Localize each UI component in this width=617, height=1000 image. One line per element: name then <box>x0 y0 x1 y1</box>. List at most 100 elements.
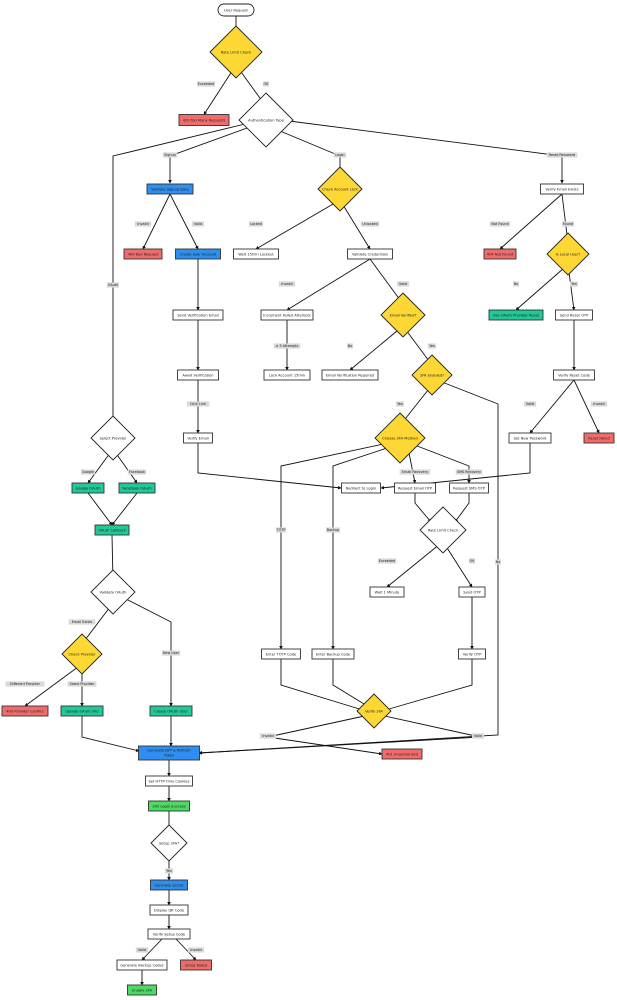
node-verify-email-exists: Verify Email Exists <box>540 183 584 195</box>
edge-label: Invalid <box>187 947 205 953</box>
svg-text:Different Provider: Different Provider <box>10 682 41 686</box>
node-label: 409 Provider Conflict <box>6 709 44 713</box>
node-404-not-found: 404 Not Found <box>483 248 517 260</box>
decision-diamond <box>546 232 590 276</box>
decision-diamond <box>356 693 392 729</box>
svg-text:Not Found: Not Found <box>491 222 508 226</box>
edge-reqemailotp-to-rate2 <box>414 493 432 523</box>
node-label: User Request <box>224 8 249 12</box>
decision-diamond <box>209 25 263 79</box>
node-facebook-oauth: Facebook OAuth <box>118 482 156 494</box>
edge-verifysetup-to-setupfailed <box>175 938 197 961</box>
process-box <box>394 482 436 494</box>
edge-choose2fa-to-enterbackup <box>331 446 391 650</box>
node-label: Email Verification Required <box>326 373 374 377</box>
node-400-bad-request: 400 Bad Request <box>123 248 163 260</box>
node-rate-limit-check: Rate Limit Check <box>209 25 263 79</box>
node-label: Increment Failed Attempts <box>263 313 311 317</box>
process-box <box>183 432 213 444</box>
node-429-too-many-requests: 429 Too Many Requests <box>178 114 230 126</box>
edge-googleoauth-to-oauthcb <box>87 492 113 526</box>
edge-rate2-to-sendotp <box>442 541 473 588</box>
svg-text:Yes: Yes <box>571 282 577 286</box>
process-box <box>311 648 355 660</box>
node-label: Choose 2FA Method <box>382 436 418 440</box>
edge-checklock-to-wait15 <box>255 199 341 250</box>
process-box <box>123 248 163 260</box>
node-2fa-enabled: 2FA Enabled? <box>411 354 453 396</box>
node-validate-oauth: Validate OAuth <box>90 569 136 615</box>
node-label: 2FA Enabled? <box>420 373 444 377</box>
edge-entertotp-to-verify2fa <box>280 659 367 712</box>
edge-reqsmsotp-to-rate2 <box>454 493 470 523</box>
edge-emailverified-to-emailverreq <box>349 325 404 371</box>
node-select-provider: Select Provider <box>90 415 136 461</box>
svg-text:Same Provider: Same Provider <box>70 682 95 686</box>
node-label: 429 Too Many Requests <box>183 118 226 122</box>
edge-authtype-to-valsignup <box>168 126 251 184</box>
svg-text:Invalid: Invalid <box>190 948 201 952</box>
process-box <box>94 524 130 536</box>
edge-enterbackup-to-verify2fa <box>332 659 370 708</box>
node-label: Verify Setup Code <box>153 932 186 936</box>
node-wait-1-minute: Wait 1 Minute <box>369 586 405 598</box>
edge-label: Yes <box>427 343 437 349</box>
edge-label: Invalid <box>134 221 152 227</box>
edge-label: Signup <box>162 152 178 158</box>
node-user-request: User Request <box>217 3 255 17</box>
node-label: Rate Limit Check <box>428 528 459 532</box>
edge-label: Valid <box>471 733 485 739</box>
node-verify-setup-code: Verify Setup Code <box>147 928 191 940</box>
node-label: Update OAuth Info <box>65 709 98 713</box>
node-generate-secret: Generate Secret <box>150 879 188 891</box>
node-401-unauthorized: 401 Unauthorized <box>381 748 423 760</box>
node-verify-reset-code: Verify Reset Code <box>553 369 595 381</box>
edge-label: No <box>512 281 520 287</box>
edge-label: Exceeded <box>377 558 397 564</box>
decision-diamond <box>238 92 294 148</box>
process-box <box>178 114 230 126</box>
process-box <box>1 705 49 717</box>
edge-label: Not Found <box>489 221 511 227</box>
edge-label: Click Link <box>186 401 210 407</box>
node-set-new-password: Set New Password <box>508 432 552 444</box>
decision-diamond <box>61 633 103 675</box>
node-rate-limit-check: Rate Limit Check <box>419 506 467 554</box>
svg-text:No: No <box>348 344 353 348</box>
process-box <box>150 879 188 891</box>
svg-text:OAuth: OAuth <box>108 283 119 287</box>
process-box <box>449 482 489 494</box>
edge-valoauth-to-checkprovider <box>81 602 114 645</box>
process-box <box>71 482 105 494</box>
decision-diamond <box>90 415 136 461</box>
edge-label: OK <box>468 558 475 564</box>
svg-text:Invalid: Invalid <box>281 282 292 286</box>
node-label: Send OTP <box>463 590 481 594</box>
svg-text:OK: OK <box>264 82 270 86</box>
node-reset-failed: Reset Failed <box>583 432 615 444</box>
svg-text:Yes: Yes <box>429 344 435 348</box>
edge-label: Same Provider <box>67 681 97 687</box>
svg-text:Invalid: Invalid <box>593 402 604 406</box>
svg-text:Exceeded: Exceeded <box>379 559 396 563</box>
node-label: Select Provider <box>99 436 127 440</box>
node-label: Check Account Lock <box>322 187 359 191</box>
edge-valcred-to-incfail <box>286 258 371 311</box>
edge-verifysetup-to-genbackup <box>141 938 163 961</box>
svg-text:Valid: Valid <box>194 222 202 226</box>
process-box <box>60 705 104 717</box>
node-label: Reset Failed <box>588 436 610 440</box>
decision-diamond <box>150 824 188 862</box>
node-label: Create User Account <box>180 252 218 256</box>
node-label: Validate Signup Data <box>151 187 189 191</box>
edge-label: Locked <box>248 221 264 227</box>
edge-authtype-to-checklock <box>279 130 342 178</box>
svg-text:Invalid: Invalid <box>262 734 273 738</box>
svg-text:Google: Google <box>82 470 94 474</box>
svg-text:TOTP: TOTP <box>276 528 286 532</box>
svg-text:Reset Password: Reset Password <box>549 153 575 157</box>
svg-text:Valid: Valid <box>474 734 482 738</box>
node-label: Setup 2FA? <box>159 841 179 845</box>
node-label: Generate JWT & Refresh <box>147 749 190 753</box>
